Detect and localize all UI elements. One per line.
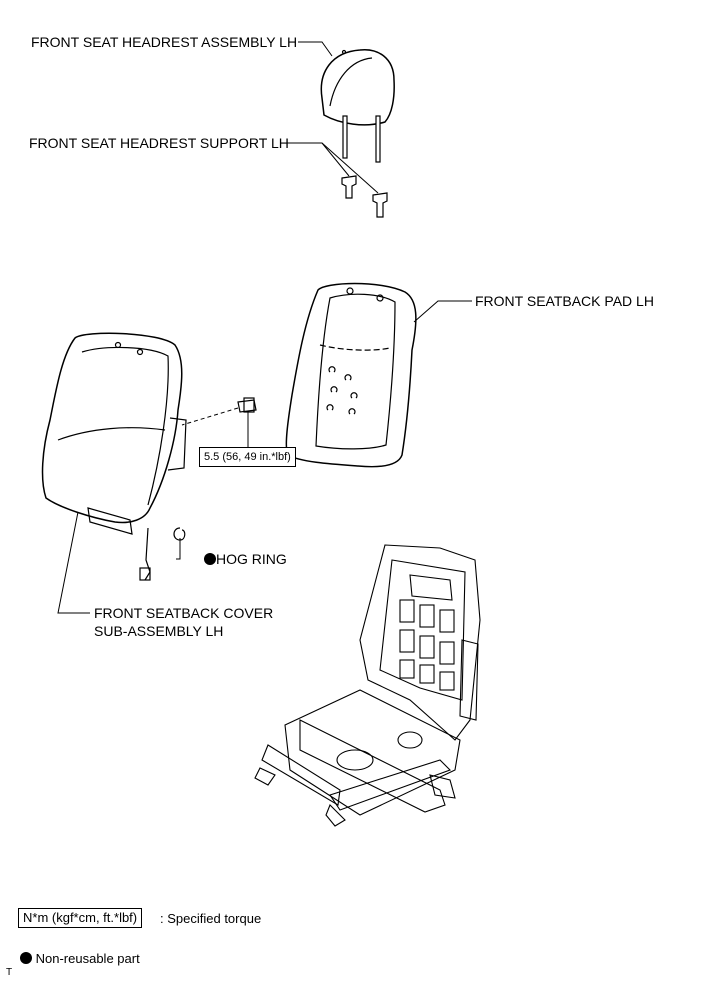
- headrest-assembly: [320, 49, 395, 163]
- leader-lines: [57, 41, 472, 614]
- non-reusable-dot-icon: [204, 553, 216, 565]
- label-headrest-support: FRONT SEAT HEADREST SUPPORT LH: [29, 135, 289, 151]
- legend-torque-box: N*m (kgf*cm, ft.*lbf): [18, 908, 143, 928]
- seatback-pad: [285, 282, 417, 468]
- torque-bolt: [237, 397, 257, 413]
- hog-ring: [173, 527, 186, 541]
- legend-nonreusable: Non-reusable part: [20, 950, 140, 967]
- label-seatback-cover-line1: FRONT SEATBACK COVER: [94, 605, 274, 621]
- seatback-cover: [41, 332, 187, 581]
- label-hog-ring: HOG RING: [204, 551, 287, 568]
- legend-torque-text: : Specified torque: [160, 911, 262, 926]
- label-seatback-cover-line2: SUB-ASSEMBLY LH: [94, 623, 224, 639]
- label-seatback-pad: FRONT SEATBACK PAD LH: [475, 293, 654, 309]
- corner-mark: T: [6, 967, 13, 978]
- non-reusable-dot-icon: [20, 952, 32, 964]
- torque-spec-box: 5.5 (56, 49 in.*lbf): [199, 447, 296, 467]
- seat-frame: [254, 544, 481, 827]
- label-headrest-assembly: FRONT SEAT HEADREST ASSEMBLY LH: [31, 34, 298, 50]
- headrest-supports: [341, 175, 388, 218]
